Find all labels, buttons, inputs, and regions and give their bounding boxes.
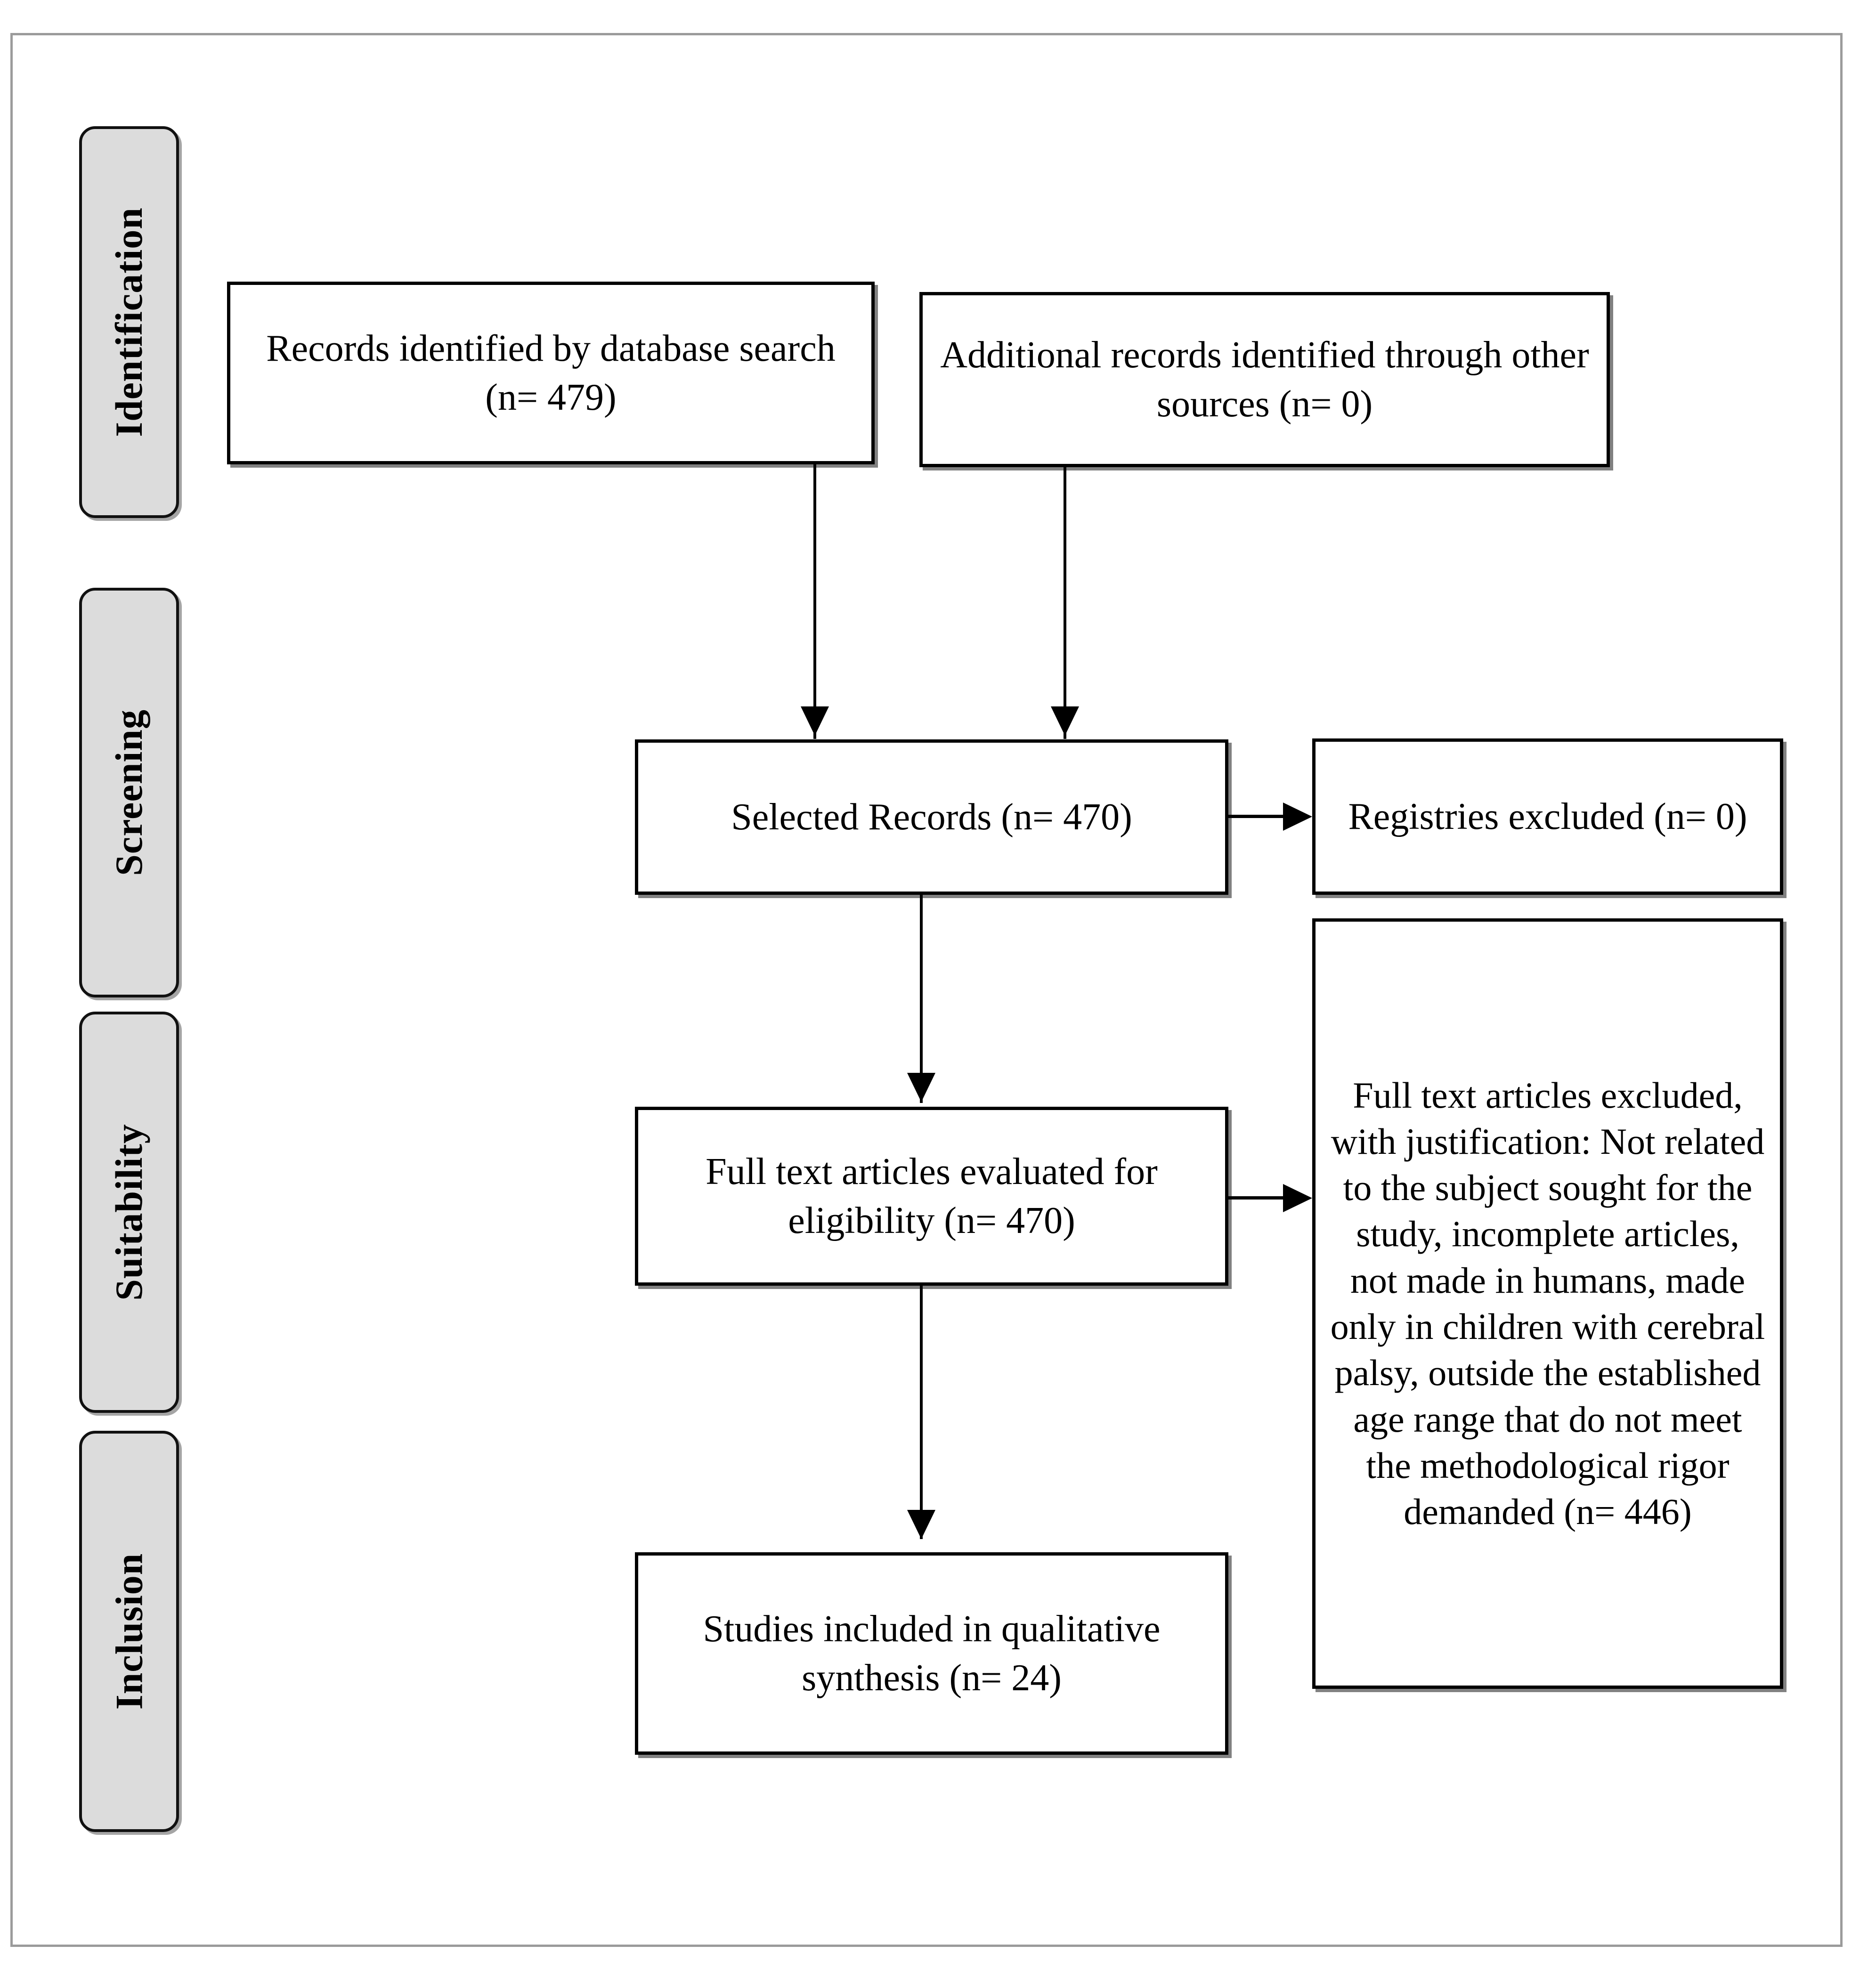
connector-fulltext-to-included-arrowhead bbox=[907, 1510, 935, 1539]
box-records-identified-database-text: Records identified by database search (n… bbox=[266, 328, 836, 418]
box-registries-excluded-text: Registries excluded (n= 0) bbox=[1348, 796, 1747, 837]
connector-selected-to-registries-line bbox=[1228, 815, 1285, 818]
connector-database-to-selected-line bbox=[813, 464, 816, 739]
stage-label-identification: Identification bbox=[107, 207, 151, 437]
box-selected-records-text: Selected Records (n= 470) bbox=[731, 796, 1132, 838]
box-studies-included-text: Studies included in qualitative synthesi… bbox=[703, 1608, 1161, 1699]
connector-other-to-selected-line bbox=[1064, 467, 1066, 739]
box-full-text-excluded-text: Full text articles excluded, with justif… bbox=[1330, 1074, 1765, 1532]
connector-other-to-selected-arrowhead bbox=[1051, 706, 1079, 736]
connector-fulltext-to-excluded-arrowhead bbox=[1283, 1184, 1312, 1212]
stage-bar-identification: Identification bbox=[79, 126, 179, 518]
connector-selected-to-fulltext-arrowhead bbox=[907, 1073, 935, 1102]
box-selected-records: Selected Records (n= 470) bbox=[635, 739, 1228, 895]
stage-label-inclusion: Inclusion bbox=[107, 1553, 151, 1710]
connector-fulltext-to-excluded-line bbox=[1228, 1196, 1285, 1200]
box-full-text-evaluated: Full text articles evaluated for eligibi… bbox=[635, 1107, 1228, 1286]
page-frame-border bbox=[10, 33, 1843, 1947]
connector-database-to-selected-arrowhead bbox=[801, 706, 829, 736]
stage-bar-inclusion: Inclusion bbox=[79, 1431, 179, 1832]
connector-selected-to-registries-arrowhead bbox=[1283, 803, 1312, 831]
box-full-text-evaluated-text: Full text articles evaluated for eligibi… bbox=[706, 1151, 1158, 1241]
box-registries-excluded: Registries excluded (n= 0) bbox=[1312, 738, 1783, 895]
connector-selected-to-fulltext-line bbox=[920, 895, 923, 1103]
box-studies-included: Studies included in qualitative synthesi… bbox=[635, 1552, 1228, 1755]
box-full-text-excluded: Full text articles excluded, with justif… bbox=[1312, 918, 1783, 1689]
stage-label-screening: Screening bbox=[107, 709, 151, 876]
box-records-other-sources-text: Additional records identified through ot… bbox=[940, 334, 1589, 425]
box-records-other-sources: Additional records identified through ot… bbox=[919, 292, 1610, 467]
box-records-identified-database: Records identified by database search (n… bbox=[227, 282, 875, 464]
stage-label-suitability: Suitability bbox=[107, 1124, 150, 1301]
stage-bar-screening: Screening bbox=[79, 588, 179, 997]
connector-fulltext-to-included-line bbox=[920, 1286, 923, 1539]
stage-bar-suitability: Suitability bbox=[79, 1012, 179, 1413]
